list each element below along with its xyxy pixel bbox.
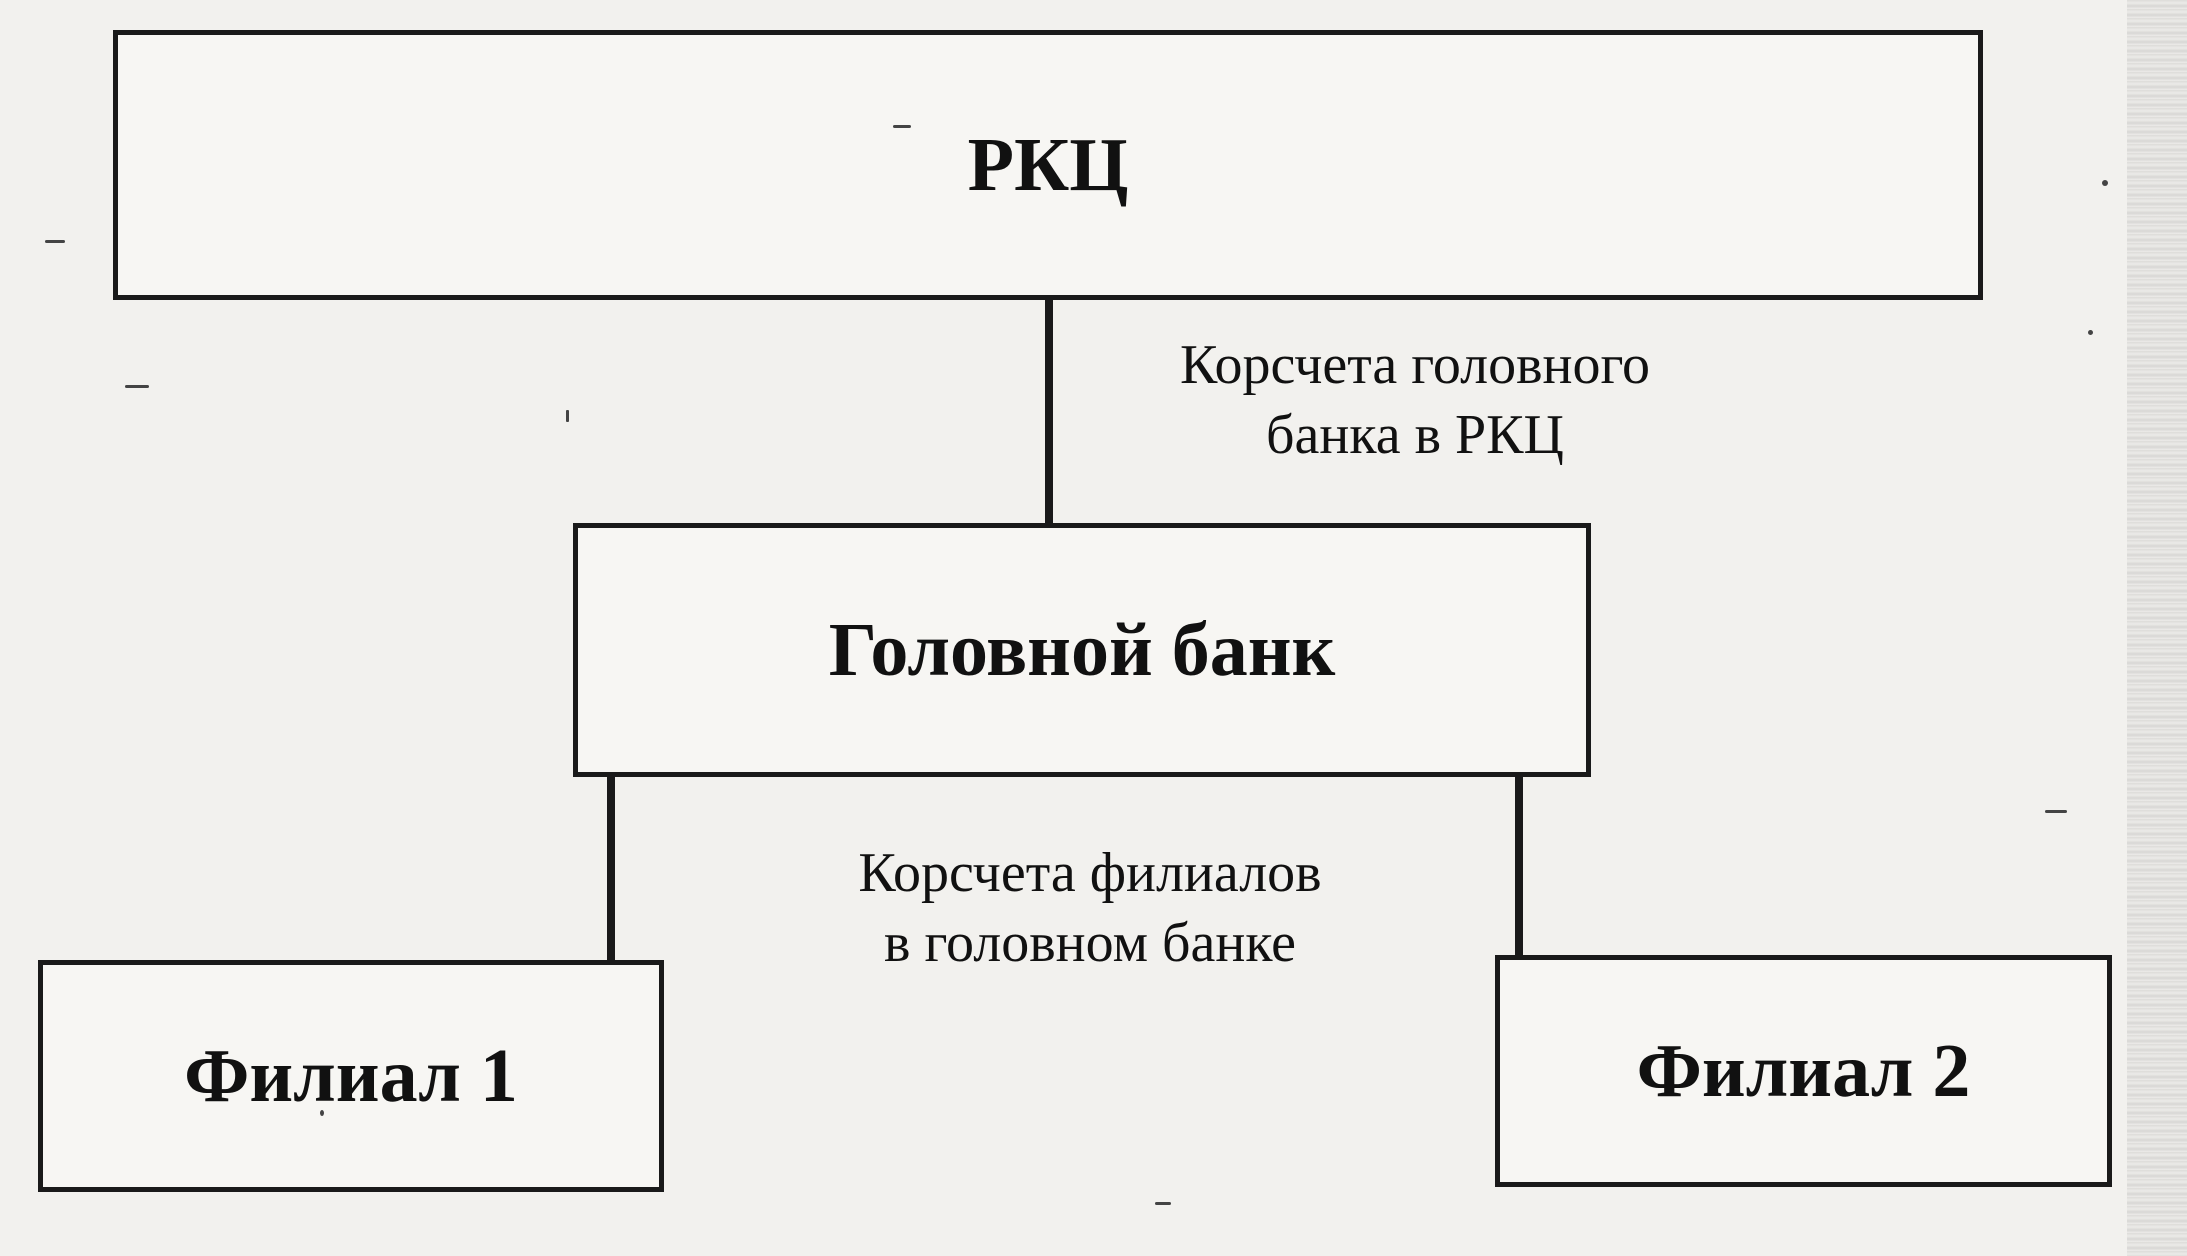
rkc-head-edge-label-line2: банка в РКЦ [1266, 404, 1564, 466]
rkc-head-edge-label-line1: Корсчета головного [1179, 334, 1651, 396]
scan-speck [1155, 1202, 1171, 1205]
branch2-box: Филиал 2 [1495, 955, 2112, 1187]
scan-speck [2045, 810, 2067, 813]
head-branch2-connector [1515, 775, 1523, 957]
head-branches-edge-label: Корсчета филиалов в головном банке [790, 838, 1390, 978]
head-branch1-connector [607, 775, 615, 963]
scan-speck [45, 240, 65, 243]
scan-edge-texture [2127, 0, 2187, 1256]
rkc-box: РКЦ [113, 30, 1983, 300]
branch1-label: Филиал 1 [184, 1033, 518, 1118]
branch2-label: Филиал 2 [1636, 1028, 1971, 1113]
scan-speck [320, 1110, 324, 1116]
head-bank-box: Головной банк [573, 523, 1591, 777]
head-branches-edge-label-line1: Корсчета филиалов [858, 842, 1322, 904]
scan-speck [566, 410, 569, 422]
scan-speck [2088, 330, 2093, 335]
head-branches-edge-label-line2: в головном банке [884, 912, 1296, 974]
rkc-head-edge-label: Корсчета головного банка в РКЦ [1115, 330, 1715, 470]
scan-speck [2102, 180, 2108, 186]
branch1-box: Филиал 1 [38, 960, 664, 1192]
scan-speck [125, 385, 149, 388]
rkc-label: РКЦ [967, 122, 1129, 207]
rkc-head-connector [1045, 298, 1053, 526]
scan-speck [893, 125, 911, 128]
head-bank-label: Головной банк [828, 607, 1336, 692]
